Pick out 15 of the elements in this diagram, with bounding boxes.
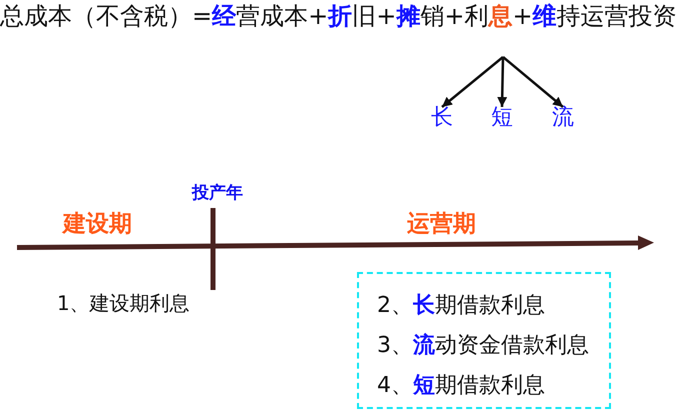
phase-label: 运营期 — [407, 211, 476, 238]
branch-label: 流 — [552, 107, 574, 129]
branch-label: 长 — [431, 107, 453, 129]
milestone-label: 投产年 — [192, 183, 243, 204]
dashed-frame — [357, 272, 611, 409]
list-item: 3、流动资金借款利息 — [377, 333, 589, 359]
arrow — [441, 56, 504, 108]
list-item: 4、短期借款利息 — [377, 373, 545, 399]
branch-label: 短 — [491, 107, 513, 129]
note-text: 1、建设期利息 — [57, 291, 190, 315]
arrow — [497, 56, 508, 108]
phase-label: 建设期 — [63, 211, 132, 238]
list-item: 2、长期借款利息 — [377, 293, 545, 319]
formula-heading: 总成本（不含税）=经营成本+折旧+摊销+利息+维持运营投资 — [0, 2, 677, 30]
arrow — [502, 56, 564, 108]
